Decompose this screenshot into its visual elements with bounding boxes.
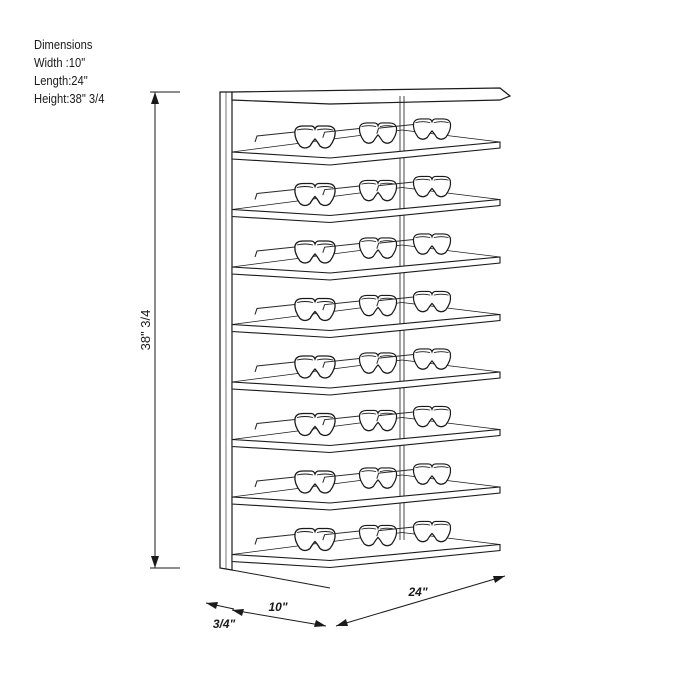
sunglasses-icon: [322, 237, 398, 259]
sunglasses-icon: [254, 412, 336, 437]
sunglasses-icon: [322, 409, 398, 432]
spec-heading: Dimensions: [34, 37, 93, 52]
sunglasses-icon: [376, 233, 452, 255]
height-dimension: 38" 3/4: [138, 91, 180, 569]
height-dimension-label: 38" 3/4: [138, 310, 153, 351]
sunglasses-icon: [376, 290, 452, 313]
thickness-dimension: 3/4": [205, 602, 236, 631]
spec-width: Width :10": [34, 55, 86, 70]
shelf-7: [231, 463, 501, 511]
thickness-dimension-label: 3/4": [213, 617, 236, 631]
sunglasses-icon: [322, 352, 398, 374]
shelf-2: [231, 175, 501, 224]
sunglasses-icon: [322, 179, 398, 202]
sunglasses-icon: [322, 122, 398, 144]
shelf-6: [231, 405, 501, 454]
dimensions-spec: Dimensions Width :10" Length:24" Height:…: [34, 36, 104, 108]
shelf-4: [231, 290, 501, 339]
shelf-1: [231, 118, 501, 166]
sunglasses-icon: [254, 182, 336, 207]
sunglasses-icon: [254, 355, 336, 379]
sunglasses-icon: [254, 297, 336, 322]
sunglasses-icon: [254, 527, 336, 552]
sunglasses-icon: [254, 470, 336, 494]
shelf-8: [231, 520, 501, 569]
depth-dimension-label: 10": [268, 600, 287, 614]
length-dimension: 24": [335, 575, 506, 627]
spec-length: Length:24": [34, 73, 88, 88]
sunglasses-icon: [322, 294, 398, 317]
sunglasses-icon: [254, 240, 336, 264]
sunglasses-icon: [376, 405, 452, 428]
sunglasses-icon: [376, 118, 452, 140]
sunglasses-icon: [322, 524, 398, 547]
shelf-5: [231, 348, 501, 396]
display-rack: [219, 87, 512, 589]
sunglasses-icon: [376, 348, 452, 370]
shelf-3: [231, 233, 501, 281]
depth-dimension: 10": [231, 600, 327, 627]
sunglasses-icon: [376, 520, 452, 543]
length-dimension-label: 24": [407, 585, 427, 599]
sunglasses-icon: [254, 125, 336, 149]
sunglasses-icon: [376, 463, 452, 485]
sunglasses-icon: [376, 175, 452, 198]
sunglasses-icon: [322, 467, 398, 489]
spec-height: Height:38" 3/4: [34, 91, 105, 106]
top-panel: [231, 87, 512, 105]
